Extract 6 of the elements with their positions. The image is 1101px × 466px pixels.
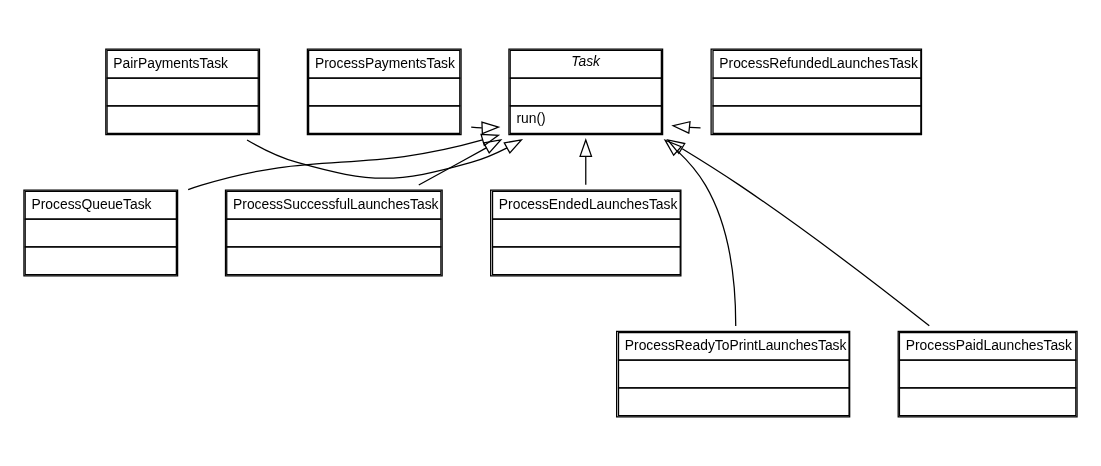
arrow	[246, 139, 524, 179]
arrow	[663, 138, 737, 327]
arrow	[418, 139, 503, 186]
arrow	[187, 133, 501, 191]
arrow	[666, 139, 930, 327]
arrow	[579, 138, 593, 186]
